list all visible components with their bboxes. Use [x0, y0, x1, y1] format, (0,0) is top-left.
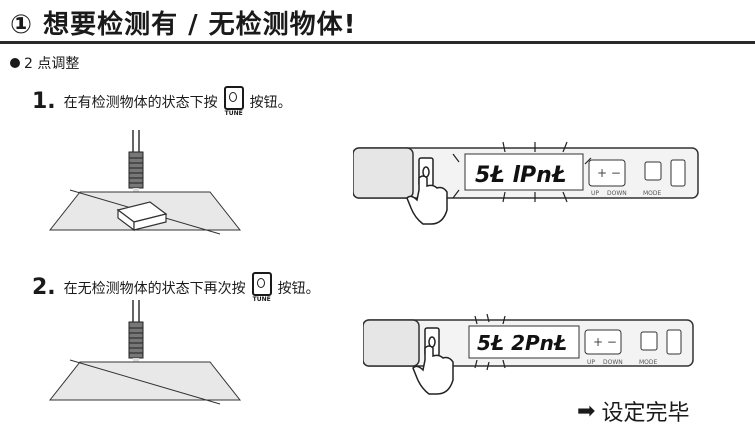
tune-button-icon: TUNE: [223, 86, 244, 117]
section-subheading: 2 点调整: [10, 53, 79, 73]
pointing-hand-icon: [406, 175, 448, 225]
display-readout: 5Ł lPnŁ: [475, 163, 566, 188]
title-divider: [0, 41, 755, 44]
svg-text:UP: UP: [591, 190, 599, 197]
svg-text:+ −: + −: [593, 335, 617, 349]
step-2-instruction: 2. 在无检测物体的状态下再次按 TUNE 按钮。: [32, 272, 320, 303]
completion-note: ➡ 设定完毕: [577, 395, 689, 427]
amplifier-panel-step-2: 5Ł 2PnŁ + − UP DOWN MODE: [363, 313, 694, 395]
display-readout: 5Ł 2PnŁ: [477, 331, 567, 355]
step-2-number: 2.: [32, 275, 56, 300]
tune-button-icon: TUNE: [251, 272, 272, 303]
right-arrow-icon: ➡: [577, 398, 596, 424]
step-1-text-end: 按钮。: [249, 94, 292, 111]
sensor-without-object-illustration: [48, 300, 242, 405]
step-1-instruction: 1. 在有检测物体的状态下按 TUNE 按钮。: [32, 86, 292, 117]
bullet-icon: [10, 58, 20, 68]
step-2-text: 在无检测物体的状态下再次按: [63, 280, 246, 297]
page-title: ① 想要检测有 / 无检测物体!: [10, 10, 357, 40]
svg-text:DOWN: DOWN: [607, 190, 627, 197]
svg-text:+ −: + −: [597, 166, 621, 180]
svg-text:MODE: MODE: [639, 359, 658, 366]
step-1-text: 在有检测物体的状态下按: [63, 94, 218, 111]
amplifier-panel-step-1: 5Ł lPnŁ + − UP DOWN MODE: [353, 141, 699, 225]
subheading-text: 2 点调整: [24, 56, 80, 72]
svg-text:DOWN: DOWN: [603, 359, 623, 366]
step-2-text-end: 按钮。: [277, 280, 320, 297]
svg-text:UP: UP: [587, 359, 595, 366]
completion-text: 设定完毕: [601, 401, 690, 426]
svg-text:MODE: MODE: [643, 190, 662, 197]
step-1-number: 1.: [32, 89, 56, 114]
sensor-with-object-illustration: [48, 130, 242, 235]
pointing-hand-icon: [412, 345, 454, 395]
